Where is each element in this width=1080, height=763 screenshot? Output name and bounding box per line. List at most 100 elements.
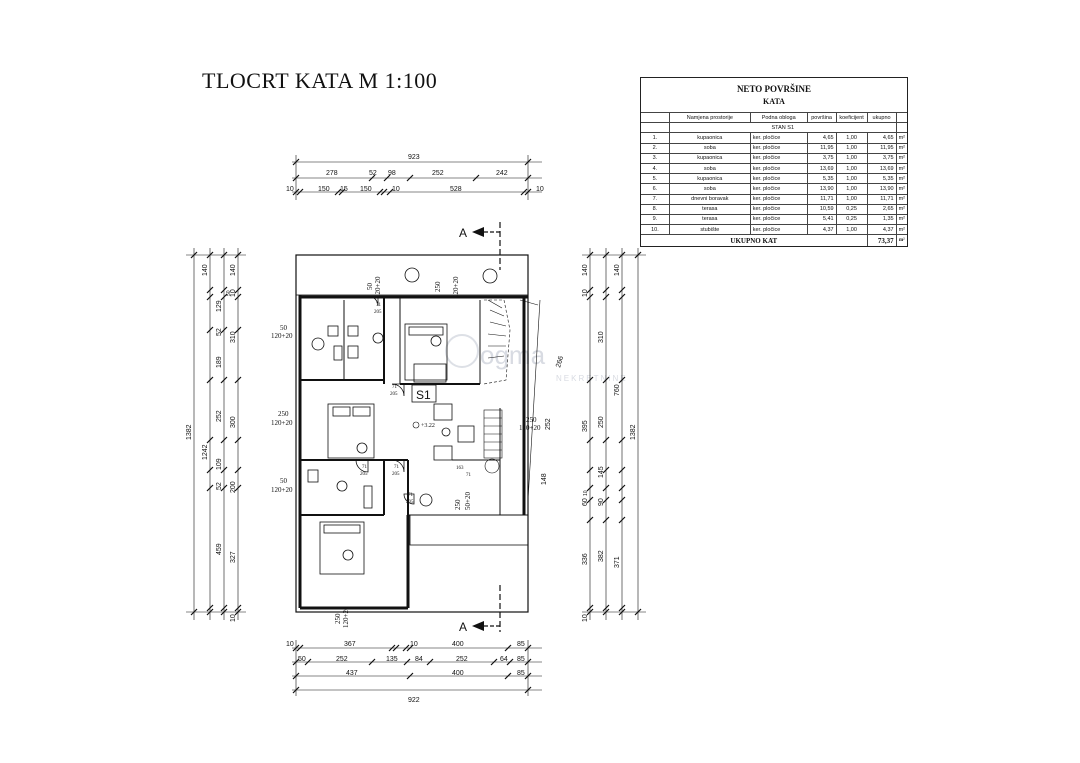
dim-text: 437: [346, 670, 358, 677]
dimension-tick: [602, 608, 610, 616]
dimension-ticks: [190, 158, 642, 694]
dimension-tick: [618, 251, 626, 259]
dimension-tick: [406, 174, 414, 182]
dim-text: 528: [450, 186, 462, 193]
dim-text: 252: [456, 656, 468, 663]
outdoor-table-icon: [404, 267, 420, 283]
dim-text: 1382: [186, 424, 193, 440]
door-swing-icon: [367, 295, 379, 307]
watermark-text: ogma: [480, 340, 546, 370]
dim-text: 129: [216, 300, 223, 312]
dimension-tick: [602, 604, 610, 612]
dimension-tick: [618, 466, 626, 474]
dimension-tick: [586, 484, 594, 492]
total-label: UKUPNO KAT: [641, 234, 868, 247]
dimension-tick: [586, 604, 594, 612]
dim-text: 135: [386, 656, 398, 663]
sink-icon: [336, 480, 348, 492]
dimension-tick: [220, 286, 228, 294]
dimension-tick: [386, 188, 394, 196]
stair-dim: 148: [541, 473, 548, 485]
dimension-tick: [368, 658, 376, 666]
bed-icon: [319, 521, 365, 575]
dim-text: 250: [598, 416, 605, 428]
dim-text: 50: [298, 656, 306, 663]
door-width: 71: [362, 465, 368, 470]
dimension-tick: [618, 496, 626, 504]
dimension-tick: [634, 251, 642, 259]
dimension-tick: [586, 608, 594, 616]
dim-text: 252: [432, 170, 444, 177]
dimension-tick: [634, 608, 642, 616]
dimension-tick: [292, 644, 300, 652]
dim-text: 760: [614, 384, 621, 396]
dimension-tick: [586, 496, 594, 504]
dimension-tick: [520, 188, 528, 196]
door-height: 205: [360, 472, 368, 477]
dim-text: 140: [230, 264, 237, 276]
dim-text: 10: [230, 289, 237, 297]
dimension-tick: [292, 672, 300, 680]
dim-text: 923: [408, 154, 420, 161]
opening-labels: 50 120+20 250 120+20 50 120+20 250 120+2…: [271, 276, 541, 628]
drawing-title: TLOCRT KATA M 1:100: [202, 68, 438, 93]
door-height: 205: [406, 500, 414, 505]
shower-icon: [333, 345, 343, 361]
dim-text: 336: [582, 553, 589, 565]
dim-text: 150: [318, 186, 330, 193]
dimension-tick: [586, 436, 594, 444]
opening-width: 250: [454, 499, 462, 510]
door-width: 71: [392, 385, 398, 390]
shower-icon: [363, 485, 373, 509]
dimension-tick: [524, 158, 532, 166]
dimension-tick: [602, 286, 610, 294]
dimension-tick: [602, 293, 610, 301]
dim-text: 242: [496, 170, 508, 177]
dimension-tick: [220, 376, 228, 384]
stairs-lower-treads: [484, 417, 502, 451]
dimension-tick: [206, 376, 214, 384]
dimension-tick: [292, 188, 300, 196]
stair-dim: 252: [545, 418, 552, 430]
section-mark-top: A: [459, 222, 501, 270]
dimension-tick: [602, 466, 610, 474]
dimension-tick: [220, 436, 228, 444]
section-mark-label: A: [459, 620, 467, 634]
dimension-tick: [292, 174, 300, 182]
dimension-tick: [380, 188, 388, 196]
dimension-tick: [220, 604, 228, 612]
dimension-tick: [586, 376, 594, 384]
opening-height: 120+20: [452, 276, 460, 298]
stairs-upper: [483, 299, 511, 385]
opening-height: 120+20: [342, 606, 350, 628]
dimension-tick: [618, 604, 626, 612]
dimension-tick: [206, 484, 214, 492]
dim-text: 395: [582, 420, 589, 432]
dimension-tick: [220, 251, 228, 259]
dim-text: 400: [452, 670, 464, 677]
stairs-landing: [484, 458, 500, 474]
dim-text: 189: [216, 356, 223, 368]
dimension-tick: [234, 604, 242, 612]
door-swing-icon: [355, 459, 369, 473]
dimension-tick: [426, 658, 434, 666]
dimension-tick: [234, 436, 242, 444]
outdoor-table-icon: [419, 493, 433, 507]
dimension-tick: [304, 658, 312, 666]
dim-text: 10: [582, 614, 589, 622]
dimension-tick: [234, 376, 242, 384]
opening-width: 50: [280, 324, 288, 332]
dimension-tick: [234, 286, 242, 294]
dim-text: 84: [415, 656, 423, 663]
dimension-tick: [504, 672, 512, 680]
opening-height: 50+20: [464, 492, 472, 510]
dim-text: 278: [326, 170, 338, 177]
building-outline: [295, 254, 529, 613]
dimension-tick: [334, 188, 342, 196]
dimension-tick: [190, 608, 198, 616]
dim-text: 252: [336, 656, 348, 663]
opening-width: 250: [434, 281, 442, 292]
section-arrow-icon: [472, 621, 484, 631]
